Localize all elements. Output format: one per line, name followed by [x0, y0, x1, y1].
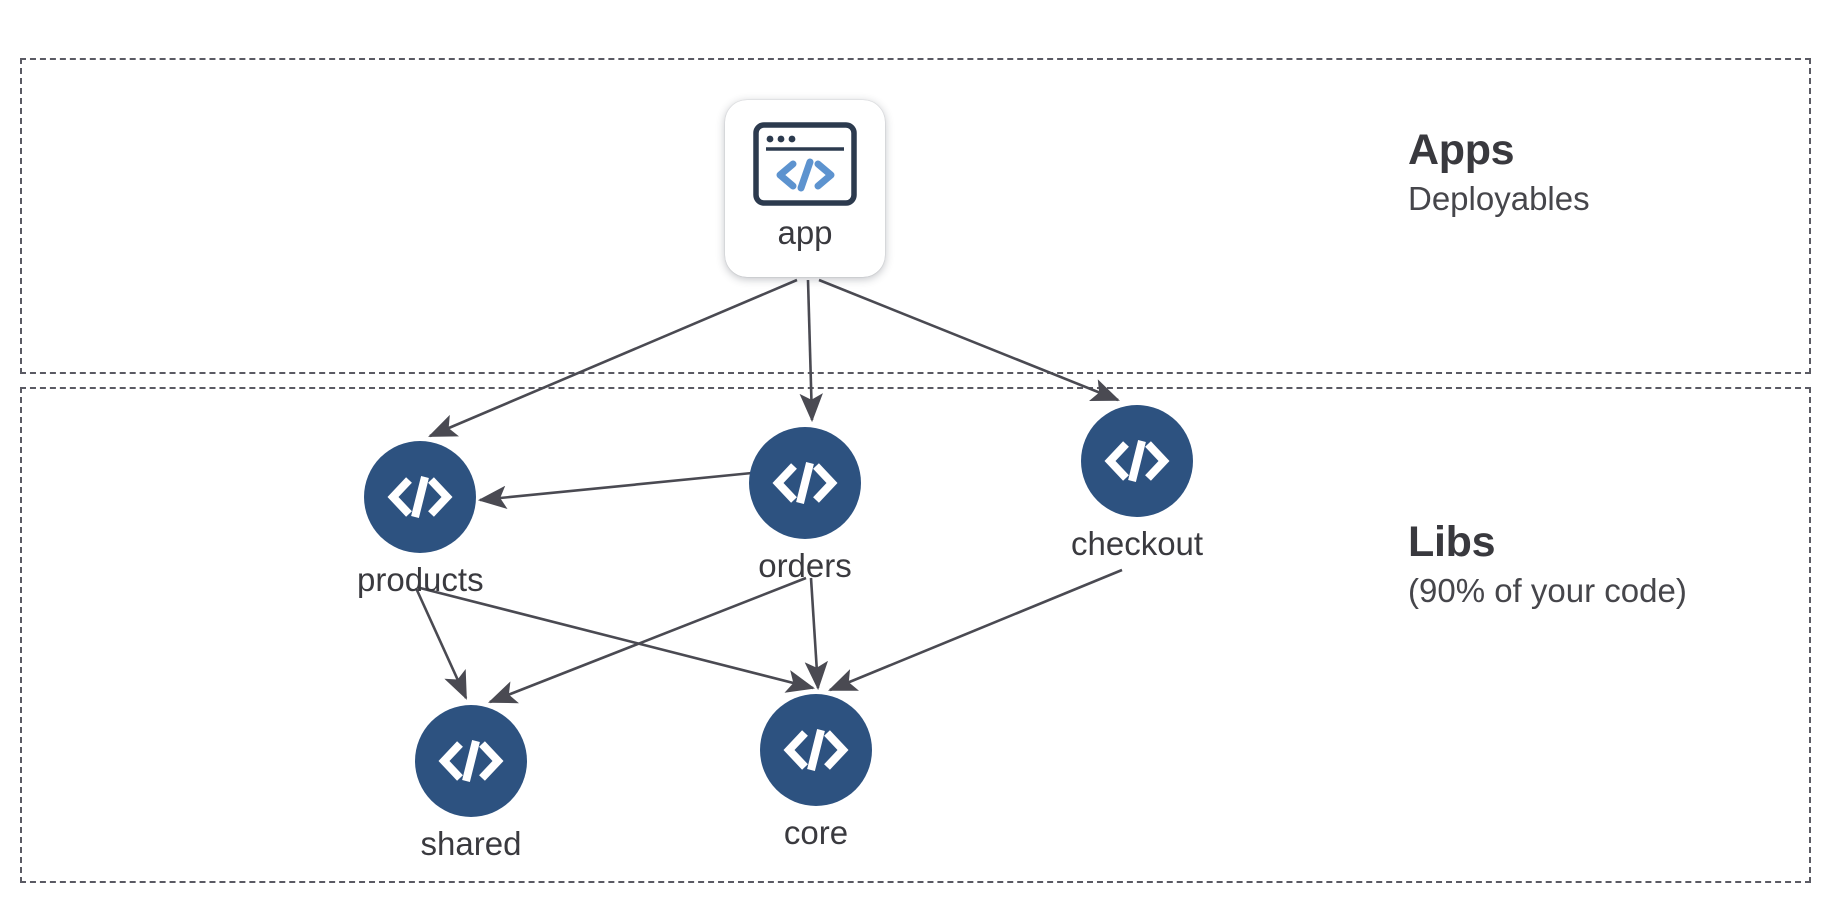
node-orders-label: orders — [758, 547, 852, 584]
zone-apps-title: Apps — [1408, 126, 1515, 174]
node-checkout[interactable]: checkout — [1071, 405, 1203, 563]
node-shared-circle[interactable] — [415, 705, 527, 817]
node-orders-circle[interactable] — [749, 427, 861, 539]
node-products-circle[interactable] — [364, 441, 477, 553]
node-core-circle[interactable] — [760, 694, 872, 806]
node-products[interactable]: products — [357, 441, 484, 599]
code-brackets-icon — [387, 476, 453, 518]
zone-libs-subtitle: (90% of your code) — [1408, 572, 1687, 610]
zone-legend-libs: Libs (90% of your code) — [1408, 518, 1687, 611]
node-checkout-circle[interactable] — [1081, 405, 1194, 517]
browser-code-icon — [753, 122, 857, 206]
node-app[interactable]: app — [725, 100, 885, 277]
code-brackets-icon — [1104, 440, 1170, 482]
code-brackets-icon — [772, 462, 838, 504]
node-app-label: app — [777, 214, 833, 251]
code-brackets-icon — [783, 729, 849, 771]
zone-libs-title: Libs — [1408, 518, 1496, 566]
zone-legend-apps: Apps Deployables — [1408, 126, 1590, 219]
node-checkout-label: checkout — [1071, 525, 1204, 562]
node-core[interactable]: core — [760, 694, 872, 852]
node-products-label: products — [357, 561, 484, 598]
zone-libs — [20, 387, 1811, 883]
node-shared[interactable]: shared — [415, 705, 527, 863]
node-shared-label: shared — [420, 825, 522, 862]
node-orders[interactable]: orders — [749, 427, 861, 585]
zone-apps-subtitle: Deployables — [1408, 180, 1590, 218]
code-brackets-icon — [438, 740, 504, 782]
node-core-label: core — [783, 814, 849, 851]
